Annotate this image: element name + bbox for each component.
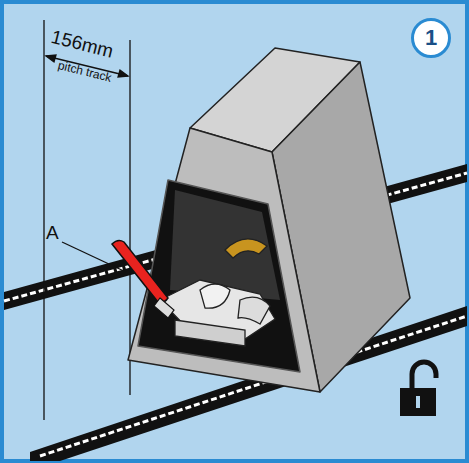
locking-lever [112, 240, 174, 318]
unlocked-padlock-icon [400, 362, 436, 416]
callout-number: 1 [425, 25, 437, 51]
housing-box [128, 48, 410, 392]
step-number-circle: 1 [411, 18, 451, 58]
leader-line [62, 242, 126, 272]
part-label: A [46, 222, 59, 244]
dimension-lines [44, 20, 130, 420]
clamp-mechanism [160, 239, 275, 346]
